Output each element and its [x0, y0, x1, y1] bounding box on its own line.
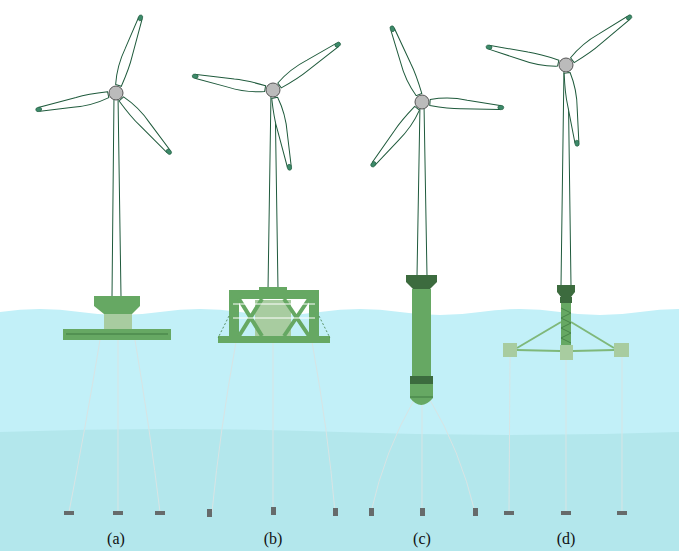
panel-label: (a) [107, 530, 125, 548]
panel-label: (c) [413, 530, 431, 548]
panel-label: (b) [264, 530, 283, 548]
panel-label: (d) [557, 530, 576, 548]
